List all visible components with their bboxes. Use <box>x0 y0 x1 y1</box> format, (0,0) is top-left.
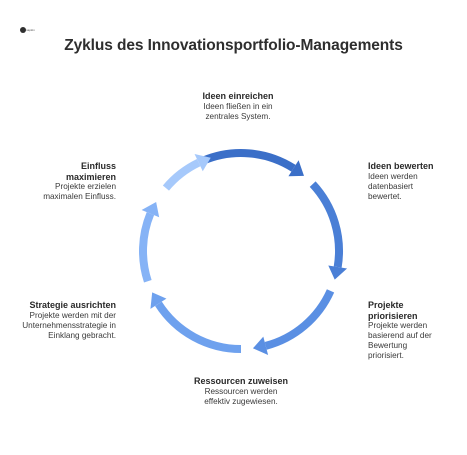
step-description: Ressourcen werden effektiv zugewiesen. <box>204 386 278 406</box>
arrow-allocate-to-align-head-icon <box>150 292 167 309</box>
step-description: Ideen werden datenbasiert bewertet. <box>368 171 418 201</box>
step-projekte-priorisieren: Projekte priorisieren Projekte werden ba… <box>368 300 438 361</box>
step-ressourcen-zuweisen: Ressourcen zuweisen Ressourcen werden ef… <box>193 376 289 407</box>
step-title: Projekte priorisieren <box>368 300 418 321</box>
step-description: Projekte werden basierend auf der Bewert… <box>368 321 432 360</box>
arrow-align-to-maximize <box>139 212 155 283</box>
step-description: Projekte werden mit der Unternehmensstra… <box>22 310 116 340</box>
arrow-submit-to-evaluate-head-icon <box>288 160 304 177</box>
logo-text: napkin <box>26 28 35 32</box>
arrow-prioritize-to-allocate <box>264 289 335 350</box>
step-title: Einfluss maximieren <box>65 161 116 182</box>
step-title: Strategie ausrichten <box>29 300 116 310</box>
arrow-evaluate-to-prioritize-head-icon <box>328 265 348 280</box>
step-einfluss-maximieren: Einfluss maximieren Projekte erzielen ma… <box>38 161 116 202</box>
step-description: Projekte erzielen maximalen Einfluss. <box>43 182 116 201</box>
step-strategie-ausrichten: Strategie ausrichten Projekte werden mit… <box>20 300 116 341</box>
logo-mark-icon <box>20 27 26 33</box>
arrow-prioritize-to-allocate-head-icon <box>252 336 269 356</box>
diagram-title: Zyklus des Innovationsportfolio-Manageme… <box>64 37 403 54</box>
arrow-maximize-to-submit-head-icon <box>194 154 211 172</box>
step-ideen-bewerten: Ideen bewerten Ideen werden datenbasiert… <box>368 161 442 202</box>
arrow-evaluate-to-prioritize <box>309 181 343 268</box>
arrow-align-to-maximize-head-icon <box>141 202 160 218</box>
step-description: Ideen fließen in ein zentrales System. <box>203 101 273 121</box>
step-title: Ideen einreichen <box>202 91 274 101</box>
step-ideen-einreichen: Ideen einreichen Ideen fließen in ein ze… <box>188 91 288 122</box>
arrow-allocate-to-align <box>155 301 242 353</box>
brand-logo: napkin <box>20 27 36 33</box>
arrow-submit-to-evaluate <box>201 149 296 172</box>
arrow-maximize-to-submit <box>162 159 201 191</box>
step-title: Ressourcen zuweisen <box>193 376 289 386</box>
step-title: Ideen bewerten <box>368 161 434 171</box>
